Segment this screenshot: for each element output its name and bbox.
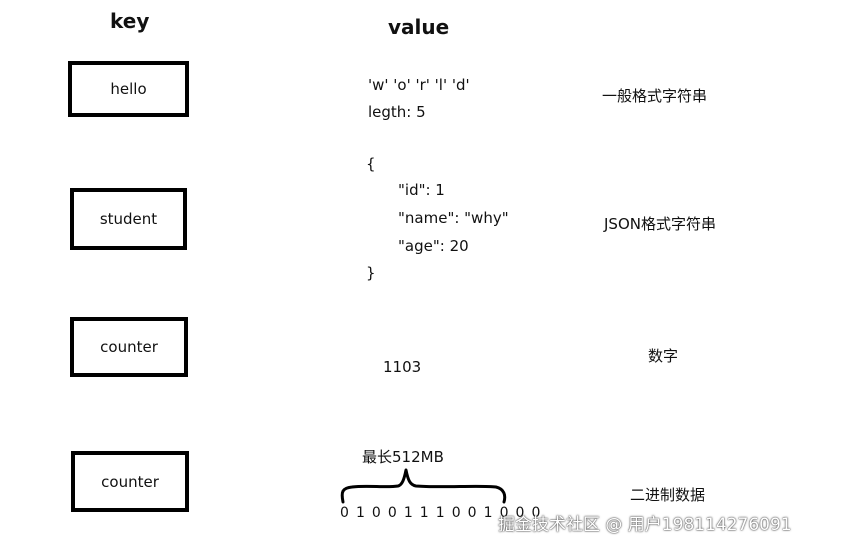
- type-description: 数字: [648, 347, 679, 365]
- type-description: 一般格式字符串: [602, 87, 708, 105]
- value-line: 1103: [383, 358, 422, 376]
- value-line: legth: 5: [368, 103, 426, 121]
- watermark-text: 掘金技术社区 @ 用户198114276091: [498, 515, 792, 535]
- value-line: "name": "why": [398, 209, 509, 227]
- type-description: JSON格式字符串: [604, 215, 716, 233]
- key-label: counter: [101, 472, 159, 491]
- type-description: 二进制数据: [630, 486, 706, 504]
- value-column-header: value: [388, 15, 450, 39]
- value-line: "age": 20: [398, 237, 469, 255]
- key-label: student: [99, 210, 158, 228]
- key-column-header: key: [110, 9, 150, 33]
- key-box-counter-binary: counter: [71, 451, 189, 512]
- curly-brace-icon: [340, 468, 507, 504]
- key-box-student: student: [70, 188, 187, 250]
- binary-digits: 0 1 0 0 1 1 1 0 0 1 0 0 0: [340, 505, 542, 521]
- key-label: counter: [100, 338, 158, 356]
- value-line: "id": 1: [398, 181, 445, 199]
- value-line: }: [366, 264, 376, 282]
- value-line: 'w' 'o' 'r' 'l' 'd': [368, 76, 470, 94]
- value-line: {: [366, 155, 376, 173]
- max-size-label: 最长512MB: [362, 448, 444, 466]
- key-box-counter-number: counter: [70, 317, 188, 377]
- key-box-hello: hello: [68, 61, 189, 117]
- key-label: hello: [110, 80, 147, 98]
